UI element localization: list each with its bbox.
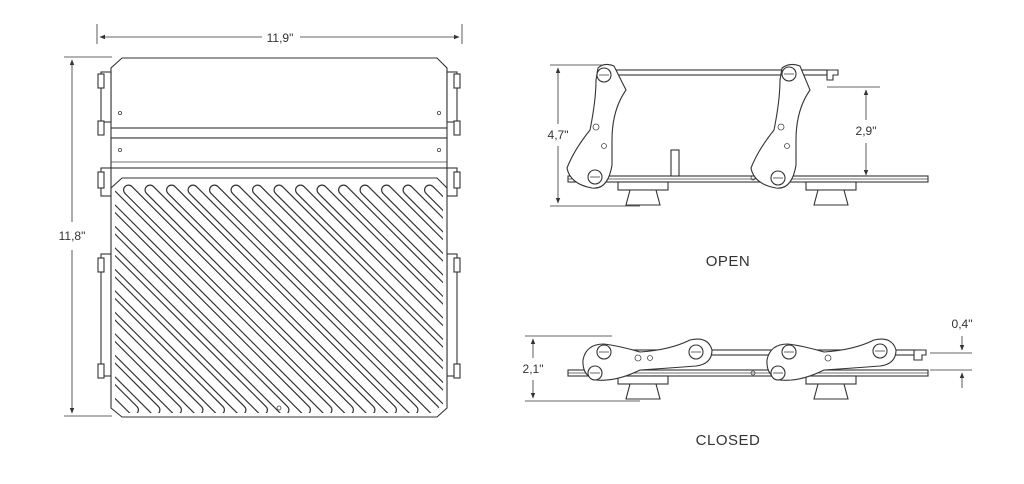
grill-slot-opening (339, 185, 443, 413)
width-label: 11,9" (267, 31, 294, 45)
open-caption: OPEN (706, 253, 751, 270)
grill-slot-opening (115, 185, 332, 413)
grill-slot-opening (115, 185, 117, 413)
grill-slot-opening (115, 185, 181, 413)
grill-slot-opening (317, 185, 443, 413)
height-label: 11,8" (59, 229, 86, 243)
open-height-partial-label: 2,9" (856, 124, 877, 138)
grill-slot-opening (0, 190, 91, 410)
hinge-bar (110, 127, 448, 139)
open-right-link (750, 63, 811, 189)
grill-slot-opening (145, 185, 375, 413)
grill-slot-opening (124, 185, 353, 413)
open-feet (617, 181, 857, 206)
upper-panel (110, 57, 448, 129)
grill-slot-opening (296, 185, 443, 413)
closed-view: 2,1" 0,4" CLOSED (523, 317, 973, 449)
left-brackets (97, 71, 112, 379)
grill-slot-opening (210, 185, 439, 413)
width-dimension: 11,9" (96, 24, 463, 45)
top-view: 11,9" 11,8" (0, 24, 463, 418)
middle-panel (110, 137, 448, 169)
grill-slot-opening (188, 185, 418, 413)
grill-slot-opening (231, 185, 443, 413)
grill-slot-opening (274, 185, 443, 413)
grill-slot-opening (115, 185, 203, 413)
grill-slot-opening (115, 185, 224, 413)
grill-slots (0, 184, 443, 413)
grill-slot-opening (382, 185, 443, 413)
open-height-total-label: 4,7" (548, 128, 569, 142)
closed-caption: CLOSED (696, 432, 761, 449)
grill-slot-outline (0, 190, 69, 410)
height-dimension: 11,8" (59, 56, 112, 417)
grill-slot-opening (0, 190, 69, 410)
grill-slot-opening (115, 185, 267, 413)
grill-slot-opening (115, 185, 310, 413)
plate-hole (276, 405, 282, 411)
closed-right-link (766, 338, 897, 381)
grill-slot-outline (0, 190, 91, 410)
grill-slot-opening (115, 185, 289, 413)
grill-slot-opening (167, 185, 396, 413)
open-left-link (566, 63, 627, 189)
grill-slot-opening (115, 185, 160, 413)
closed-left-link (582, 338, 713, 381)
grill-slot-outline (115, 184, 118, 413)
closed-height-label: 2,1" (523, 362, 544, 376)
right-brackets (446, 71, 461, 379)
grill-slot-opening (360, 185, 443, 413)
grill-slot-opening (253, 185, 443, 413)
closed-offset-label: 0,4" (952, 317, 973, 331)
open-view: 4,7" 2,9" OPEN (548, 63, 929, 270)
closed-feet (617, 375, 857, 400)
grill-slot-opening (115, 185, 246, 413)
